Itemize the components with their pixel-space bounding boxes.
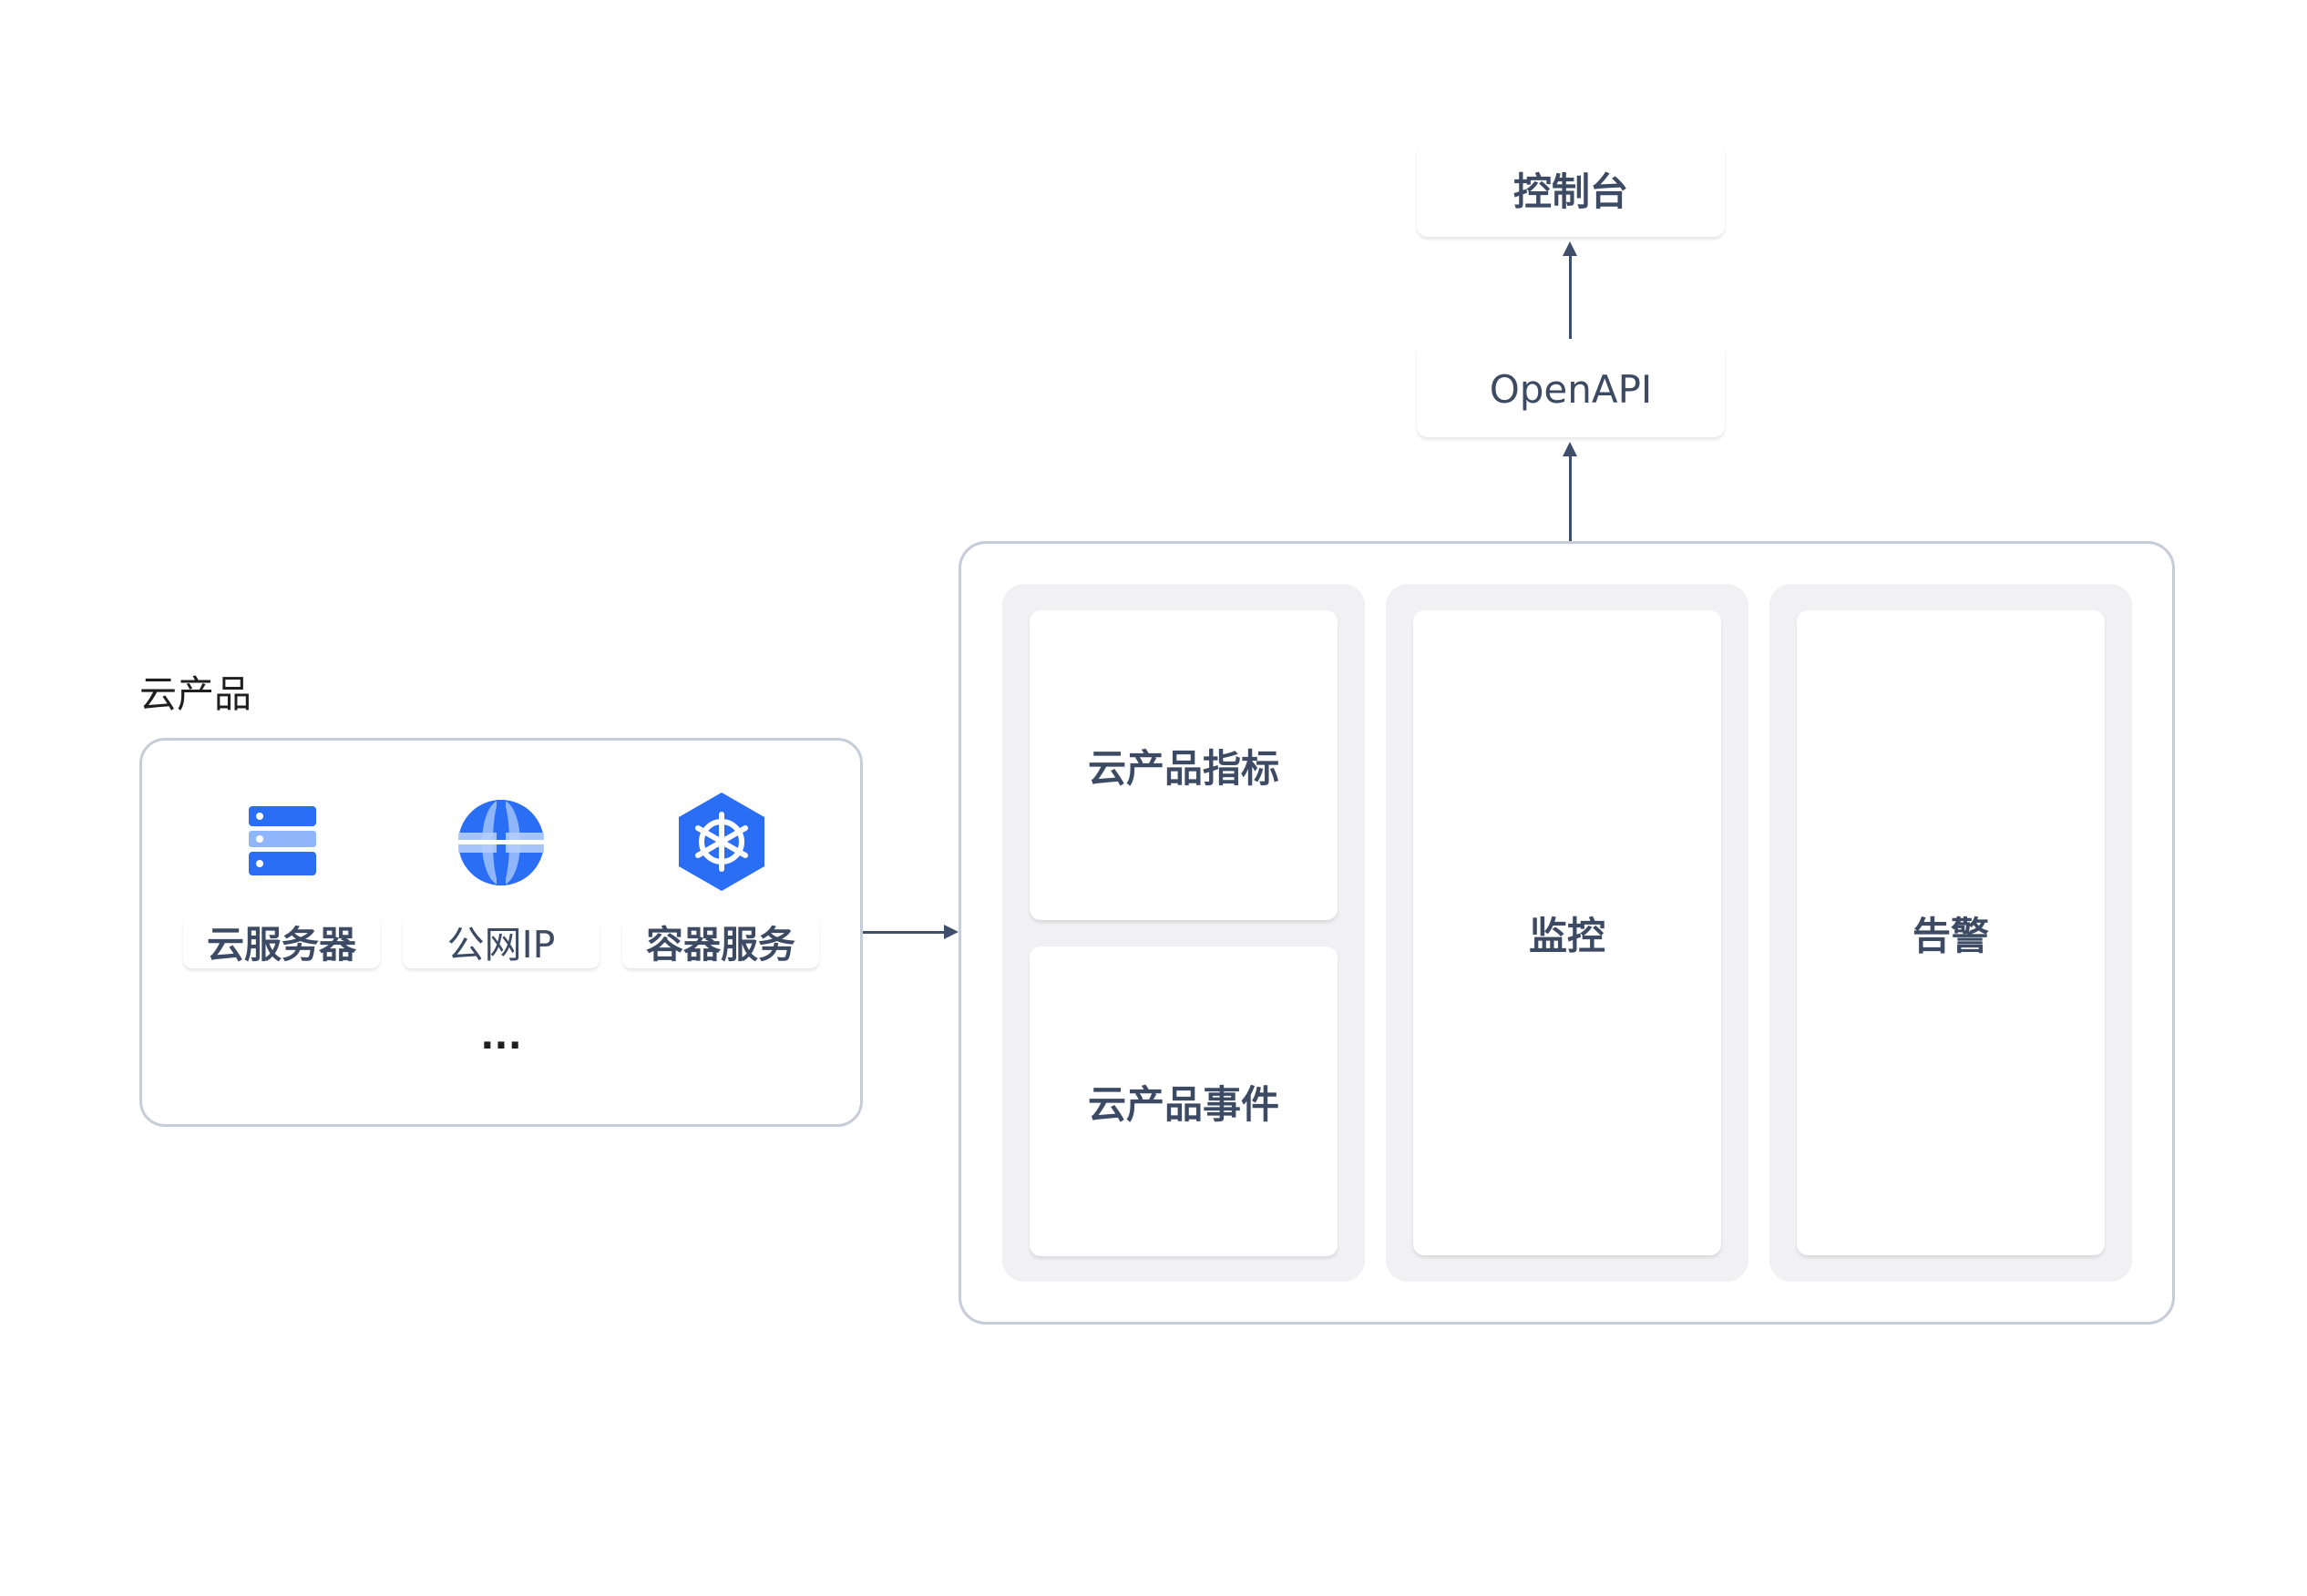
- product-server: 云服务器: [183, 914, 380, 968]
- product-server-label: 云服务器: [207, 923, 356, 967]
- arrow-platform-to-openapi: [1569, 455, 1572, 543]
- product-public-ip: 公网IP: [403, 914, 600, 968]
- openapi-box: OpenAPI: [1417, 342, 1725, 437]
- product-public-ip-label: 公网IP: [446, 923, 556, 967]
- kubernetes-icon: [679, 793, 764, 891]
- monitor-card: 监控: [1413, 610, 1721, 1255]
- metrics-label: 云产品指标: [1087, 745, 1279, 791]
- alert-label: 告警: [1912, 913, 1989, 958]
- arrow-head-up: [1563, 442, 1577, 456]
- arrow-head-right: [944, 925, 959, 939]
- product-container-label: 容器服务: [646, 923, 795, 967]
- arrow-openapi-to-console: [1569, 255, 1572, 339]
- alert-card: 告警: [1797, 610, 2105, 1255]
- server-icon: [249, 806, 316, 875]
- arrow-head-up: [1563, 241, 1577, 256]
- arrow-products-to-platform: [863, 931, 945, 934]
- more-products-ellipsis: ...: [480, 1016, 522, 1058]
- products-group-title: 云产品: [139, 672, 251, 716]
- console-box: 控制台: [1417, 141, 1725, 237]
- events-label: 云产品事件: [1087, 1081, 1279, 1127]
- console-label: 控制台: [1512, 169, 1628, 214]
- events-card: 云产品事件: [1030, 946, 1338, 1256]
- openapi-label: OpenAPI: [1489, 367, 1653, 412]
- metrics-card: 云产品指标: [1030, 610, 1338, 920]
- monitor-label: 监控: [1528, 913, 1605, 958]
- product-container: 容器服务: [622, 914, 819, 968]
- globe-icon: [458, 800, 544, 885]
